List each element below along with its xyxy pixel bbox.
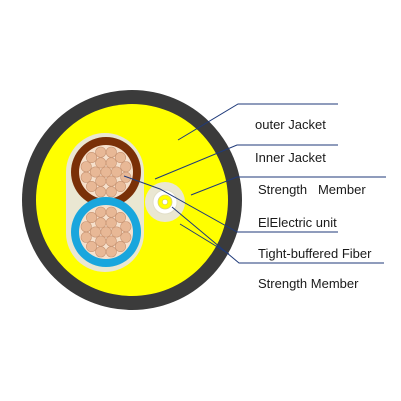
copper-strand: [95, 186, 107, 198]
copper-strand: [86, 181, 98, 193]
callout-line-strength-member-2: [179, 223, 230, 255]
copper-strand: [111, 226, 123, 238]
copper-strand: [115, 152, 127, 164]
conductor-2-strands: [80, 206, 132, 258]
label-electric-unit: ElElectric unit: [258, 215, 337, 230]
callout-line-outer-jacket: [177, 103, 338, 141]
copper-strand: [80, 161, 92, 173]
copper-strand: [95, 157, 107, 169]
label-outer-jacket: outer Jacket: [255, 117, 326, 132]
callout-labels: outer Jacket Inner Jacket Strength Membe…: [255, 117, 372, 291]
copper-strand: [105, 157, 117, 169]
copper-strand: [120, 161, 132, 173]
label-strength-member-2: Strength Member: [258, 276, 359, 291]
label-inner-jacket: Inner Jacket: [255, 150, 326, 165]
label-strength-member-1: Strength Member: [258, 182, 366, 197]
label-tight-buffered-fiber: Tight-buffered Fiber: [258, 246, 372, 261]
copper-strand: [115, 241, 127, 253]
copper-strand: [115, 181, 127, 193]
callout-line-tight-buffered-fiber: [171, 206, 384, 264]
copper-strand: [111, 166, 123, 178]
copper-strand: [105, 175, 117, 187]
copper-strand: [105, 217, 117, 229]
copper-strand: [105, 146, 117, 158]
copper-strand: [95, 146, 107, 158]
copper-strand: [120, 231, 132, 243]
callout-line-electric-unit: [123, 175, 338, 233]
callout-line-inner-jacket: [154, 144, 338, 180]
conductor-1-strands: [80, 146, 132, 198]
copper-strand: [86, 241, 98, 253]
copper-strand: [95, 217, 107, 229]
copper-strand: [105, 186, 117, 198]
copper-strand: [105, 206, 117, 218]
copper-strand: [95, 175, 107, 187]
copper-strand: [86, 152, 98, 164]
copper-strand: [80, 231, 92, 243]
copper-strand: [120, 171, 132, 183]
copper-strand: [95, 206, 107, 218]
copper-strand: [90, 166, 102, 178]
copper-strand: [100, 226, 112, 238]
copper-strand: [120, 221, 132, 233]
copper-strand: [115, 212, 127, 224]
copper-strand: [90, 226, 102, 238]
copper-strand: [86, 212, 98, 224]
copper-strand: [95, 235, 107, 247]
copper-strand: [105, 235, 117, 247]
copper-strand: [95, 246, 107, 258]
copper-strand: [105, 246, 117, 258]
copper-strand: [100, 166, 112, 178]
copper-strand: [80, 221, 92, 233]
fiber-glass: [162, 199, 168, 205]
callout-lines: [123, 103, 386, 264]
copper-strand: [80, 171, 92, 183]
callout-line-strength-member-1: [190, 176, 386, 196]
